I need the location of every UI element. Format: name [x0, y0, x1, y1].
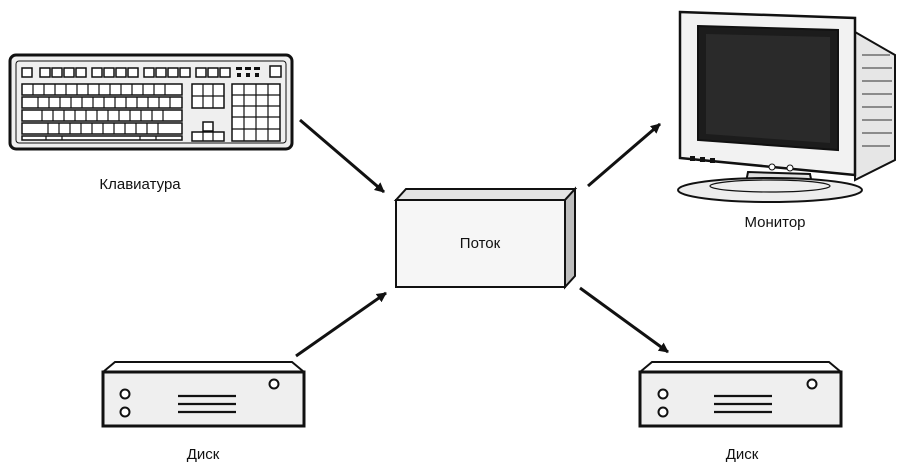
arrow-disk-to-stream [295, 291, 387, 358]
disk-input-label: Диск [187, 446, 220, 463]
arrow-stream-to-monitor [587, 122, 661, 188]
disk-input-icon [101, 361, 306, 428]
arrow-stream-to-disk [579, 286, 669, 354]
monitor-label: Монитор [744, 214, 805, 231]
keyboard-label: Клавиатура [99, 176, 181, 193]
disk-output-label: Диск [726, 446, 759, 463]
monitor-icon [677, 10, 896, 203]
stream-label: Поток [460, 235, 501, 252]
disk-output-icon [638, 361, 843, 428]
keyboard-icon [8, 53, 294, 151]
stream-box [393, 186, 578, 290]
arrow-keyboard-to-stream [299, 118, 385, 194]
